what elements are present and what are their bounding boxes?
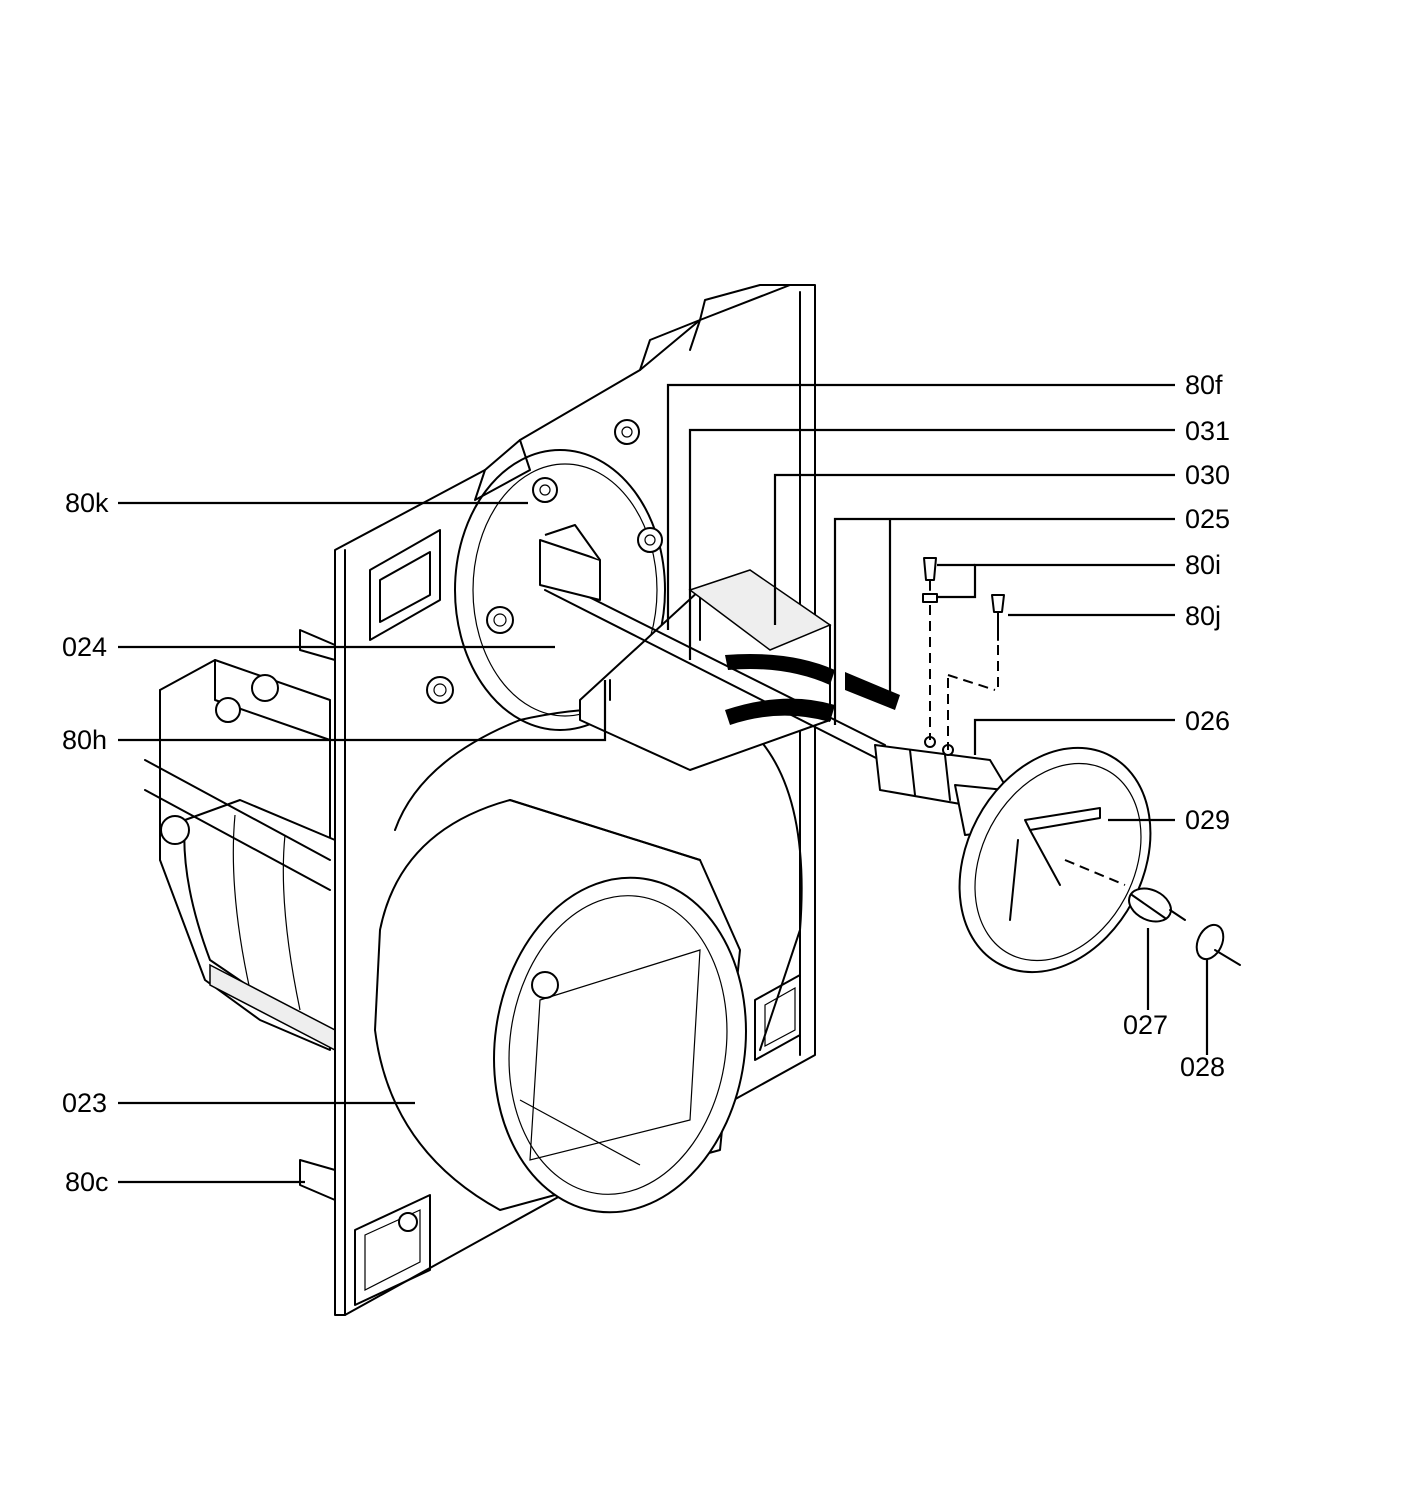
screws [922,557,1005,750]
motor-assembly [144,659,336,1052]
callout-030: 030 [1185,460,1230,490]
callout-025: 025 [1185,504,1230,534]
callout-80k: 80k [65,488,109,518]
callout-80h: 80h [62,725,107,755]
callout-80f: 80f [1185,370,1223,400]
leader-lines [118,383,1209,1184]
callout-027: 027 [1123,1010,1168,1040]
callout-029: 029 [1185,805,1230,835]
blower-housing [374,707,803,1214]
ignition-transformer [579,569,832,771]
callout-026: 026 [1185,706,1230,736]
callout-80c: 80c [65,1167,109,1197]
o-ring [1195,923,1241,966]
callout-80j: 80j [1185,601,1221,631]
shaft-and-electrodes [539,524,900,761]
callout-031: 031 [1185,416,1230,446]
nozzle-tip [1128,887,1186,923]
callout-028: 028 [1180,1052,1225,1082]
callout-024: 024 [62,632,107,662]
callout-80i: 80i [1185,550,1221,580]
callout-023: 023 [62,1088,107,1118]
callout-labels: 80f 031 030 025 80i 80j 026 029 027 028 … [62,370,1230,1197]
